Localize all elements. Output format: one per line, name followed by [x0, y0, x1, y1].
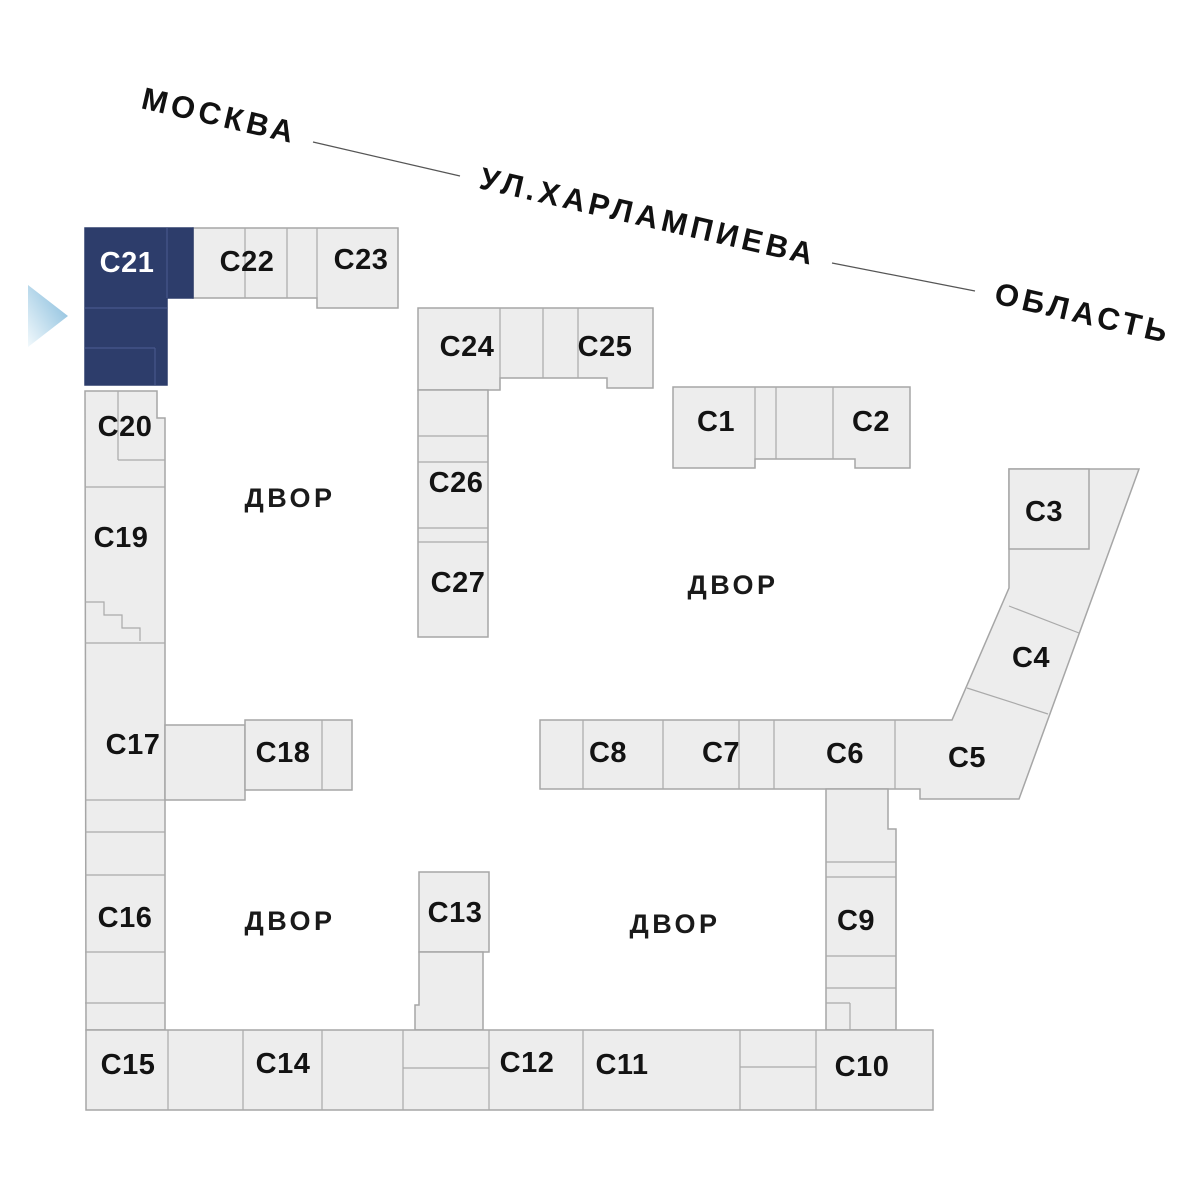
building-cluster-c13-stem[interactable] [414, 951, 484, 1031]
cluster-c1-c2-dividers [754, 387, 834, 468]
block-label-c16[interactable]: С16 [98, 902, 153, 934]
east-bar-dividers [582, 605, 1080, 789]
block-label-c4[interactable]: С4 [1012, 642, 1050, 674]
street-label-region: ОБЛАСТЬ [991, 276, 1174, 351]
block-label-c2[interactable]: С2 [852, 406, 890, 438]
block-label-c11[interactable]: С11 [595, 1049, 648, 1081]
building-cluster-c8-c7-c6-c5-c4-c3[interactable] [539, 468, 1141, 800]
block-label-c19[interactable]: С19 [94, 522, 149, 554]
block-label-c10[interactable]: С10 [835, 1051, 890, 1083]
street-annotation: МОСКВА УЛ.ХАРЛАМПИЕВА ОБЛАСТЬ [138, 81, 1174, 351]
block-label-c26[interactable]: С26 [429, 467, 484, 499]
block-label-c22[interactable]: С22 [220, 246, 275, 278]
block-label-c23[interactable]: С23 [334, 244, 389, 276]
block-label-c9[interactable]: С9 [837, 905, 875, 937]
selected-pointer-icon [28, 285, 68, 347]
cluster-c22-c23-dividers [244, 228, 318, 298]
block-label-c24[interactable]: С24 [440, 331, 495, 363]
block-label-c5[interactable]: С5 [948, 742, 986, 774]
cluster-c26-c27-dividers [418, 435, 488, 543]
courtyard-label: ДВОР [687, 570, 778, 600]
block-label-c1[interactable]: С1 [697, 406, 735, 438]
block-label-c21-selected[interactable]: С21 [100, 247, 155, 279]
block-label-c12[interactable]: С12 [500, 1047, 555, 1079]
block-label-c20[interactable]: С20 [98, 411, 153, 443]
block-label-c15[interactable]: С15 [101, 1049, 156, 1081]
street-label-road: УЛ.ХАРЛАМПИЕВА [476, 161, 820, 273]
building-block-c13[interactable] [418, 871, 490, 953]
block-label-c17[interactable]: С17 [106, 729, 161, 761]
building-cluster-c26-c27[interactable] [417, 389, 489, 638]
cluster-c24-c25-dividers [499, 308, 579, 390]
street-line [831, 262, 976, 292]
street-label-city: МОСКВА [138, 81, 300, 151]
left-column-dividers [85, 391, 165, 1004]
courtyard-label: ДВОР [244, 483, 335, 513]
building-cluster-c18[interactable] [244, 719, 353, 791]
bottom-bar-dividers [167, 1030, 817, 1110]
block-label-c27[interactable]: С27 [431, 567, 486, 599]
courtyard-label: ДВОР [244, 906, 335, 936]
block-label-c13[interactable]: С13 [428, 897, 483, 929]
block-label-c18[interactable]: С18 [256, 737, 311, 769]
courtyard-label: ДВОР [629, 909, 720, 939]
building-cluster-bottom-bar[interactable] [85, 1029, 934, 1111]
block-label-c25[interactable]: С25 [578, 331, 633, 363]
block-label-c8[interactable]: С8 [589, 737, 627, 769]
block-label-c14[interactable]: С14 [256, 1048, 311, 1080]
block-label-c7[interactable]: С7 [702, 737, 740, 769]
block-label-c6[interactable]: С6 [826, 738, 864, 770]
building-cluster-c1-c2[interactable] [672, 386, 911, 469]
building-block-c17-annex[interactable] [164, 724, 246, 801]
cluster-c9-dividers [826, 861, 896, 1030]
cluster-c21-dividers [85, 228, 168, 385]
street-line [312, 141, 461, 177]
block-label-c3[interactable]: С3 [1025, 496, 1063, 528]
building-block-c3[interactable] [1008, 468, 1090, 550]
